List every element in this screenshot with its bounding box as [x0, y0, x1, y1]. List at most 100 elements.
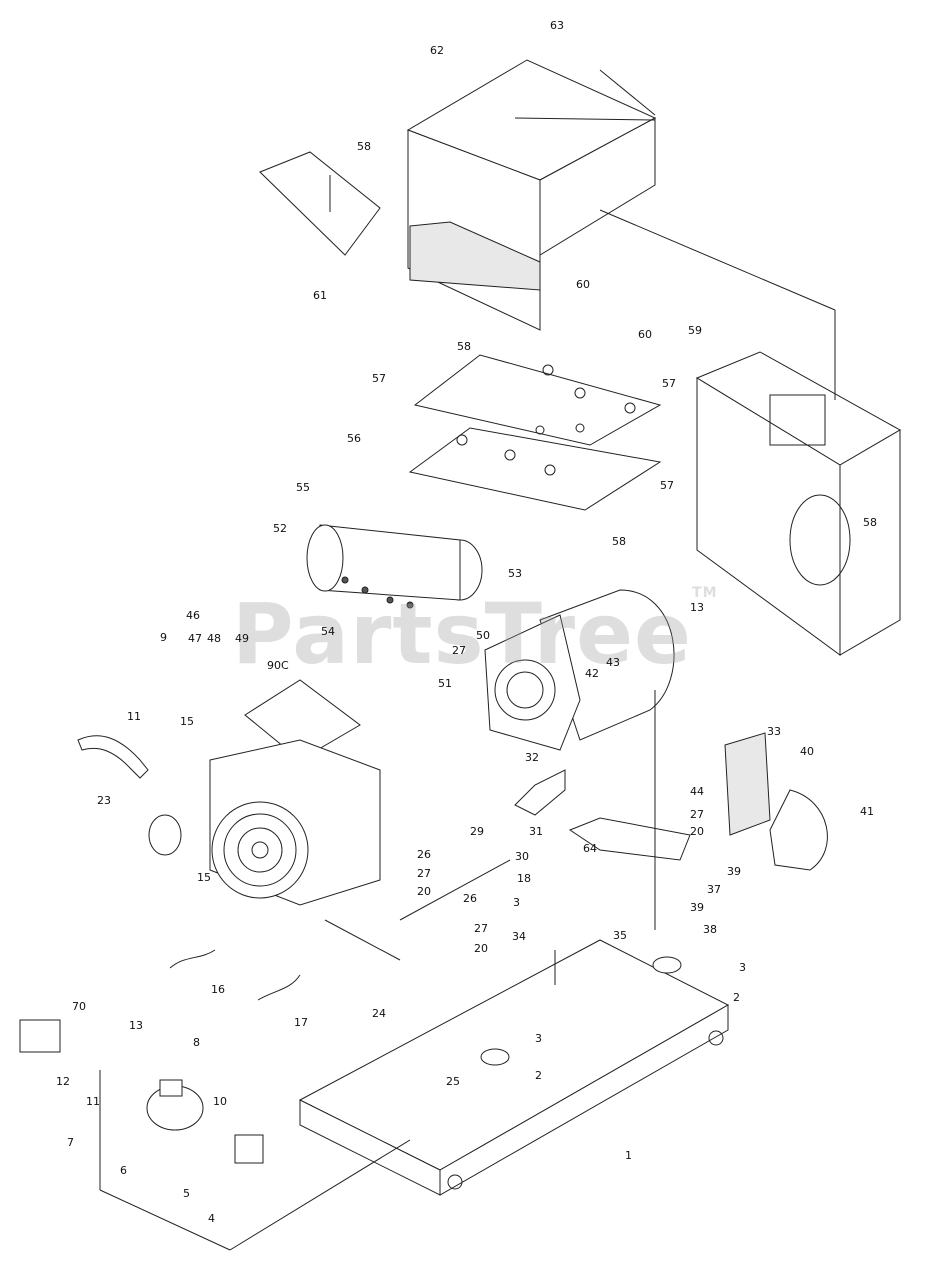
callout-7: 7	[67, 1136, 74, 1149]
callout-1: 1	[625, 1149, 632, 1162]
callout-2: 2	[535, 1069, 542, 1082]
callout-70: 70	[72, 1000, 86, 1013]
callout-40: 40	[800, 745, 814, 758]
callout-6: 6	[120, 1164, 127, 1177]
mount-39	[568, 817, 691, 861]
callout-3: 3	[535, 1032, 542, 1045]
callout-57: 57	[372, 372, 386, 385]
watermark-tm: TM	[692, 585, 718, 601]
callout-61: 61	[313, 289, 327, 302]
callout-41: 41	[860, 805, 874, 818]
callout-47: 47	[188, 632, 202, 645]
callout-25: 25	[446, 1075, 460, 1088]
roof-panel-57	[413, 354, 662, 446]
callout-59: 59	[688, 324, 702, 337]
top-cover-part	[406, 59, 657, 331]
callout-63: 63	[550, 19, 564, 32]
engine-90c	[148, 679, 381, 906]
regulator-6	[146, 1079, 204, 1131]
callout-56: 56	[347, 432, 361, 445]
callout-27: 27	[690, 808, 704, 821]
callout-5: 5	[183, 1187, 190, 1200]
callout-13: 13	[690, 601, 704, 614]
callout-9: 9	[160, 631, 167, 644]
callout-18: 18	[517, 872, 531, 885]
callout-42: 42	[585, 667, 599, 680]
callout-32: 32	[525, 751, 539, 764]
callout-38: 38	[703, 923, 717, 936]
callout-3: 3	[739, 961, 746, 974]
callout-4: 4	[208, 1212, 215, 1225]
callout-17: 17	[294, 1016, 308, 1029]
callout-37: 37	[707, 883, 721, 896]
callout-58: 58	[612, 535, 626, 548]
callout-53: 53	[508, 567, 522, 580]
wire-16	[169, 949, 216, 969]
callout-54: 54	[321, 625, 335, 638]
callout-50: 50	[476, 629, 490, 642]
solenoid-4	[234, 1134, 264, 1164]
callout-39: 39	[690, 901, 704, 914]
callout-13: 13	[129, 1019, 143, 1032]
callout-12: 12	[56, 1075, 70, 1088]
wire-17	[257, 974, 301, 1001]
partstree-watermark: PartsTreeTM	[232, 585, 718, 683]
bracket-32	[514, 769, 566, 816]
callout-16: 16	[211, 983, 225, 996]
side-panel-61	[259, 151, 381, 256]
callout-2: 2	[733, 991, 740, 1004]
cover-40	[769, 789, 828, 871]
watermark-text: PartsTree	[232, 585, 693, 683]
rear-housing-59	[695, 351, 902, 656]
isolator-mount-2a	[652, 956, 682, 974]
callout-90c: 90C	[267, 659, 289, 672]
callout-60: 60	[576, 278, 590, 291]
callout-44: 44	[690, 785, 704, 798]
callout-11: 11	[86, 1095, 100, 1108]
callout-46: 46	[186, 609, 200, 622]
callout-43: 43	[606, 656, 620, 669]
callout-27: 27	[474, 922, 488, 935]
callout-27: 27	[452, 644, 466, 657]
air-filter-33	[724, 732, 771, 836]
hose-23	[77, 735, 149, 779]
callout-55: 55	[296, 481, 310, 494]
callout-20: 20	[690, 825, 704, 838]
callout-39: 39	[727, 865, 741, 878]
callout-10: 10	[213, 1095, 227, 1108]
callout-58: 58	[357, 140, 371, 153]
callout-15: 15	[197, 871, 211, 884]
callout-8: 8	[193, 1036, 200, 1049]
callout-15: 15	[180, 715, 194, 728]
callout-62: 62	[430, 44, 444, 57]
callout-29: 29	[470, 825, 484, 838]
callout-33: 33	[767, 725, 781, 738]
callout-26: 26	[463, 892, 477, 905]
callout-57: 57	[660, 479, 674, 492]
callout-52: 52	[273, 522, 287, 535]
callout-27: 27	[417, 867, 431, 880]
callout-30: 30	[515, 850, 529, 863]
callout-34: 34	[512, 930, 526, 943]
callout-49: 49	[235, 632, 249, 645]
muffler-55	[306, 524, 483, 609]
callout-58: 58	[457, 340, 471, 353]
callout-20: 20	[474, 942, 488, 955]
assembly-lines	[99, 69, 836, 1251]
callout-57: 57	[662, 377, 676, 390]
callout-26: 26	[417, 848, 431, 861]
callout-3: 3	[513, 896, 520, 909]
isolator-mount-2b	[480, 1048, 510, 1066]
callout-58: 58	[863, 516, 877, 529]
callout-23: 23	[97, 794, 111, 807]
callout-35: 35	[613, 929, 627, 942]
label-70	[19, 1019, 61, 1053]
callout-20: 20	[417, 885, 431, 898]
callout-60: 60	[638, 328, 652, 341]
base-frame-1	[298, 939, 730, 1196]
callout-24: 24	[372, 1007, 386, 1020]
callout-31: 31	[529, 825, 543, 838]
callout-48: 48	[207, 632, 221, 645]
